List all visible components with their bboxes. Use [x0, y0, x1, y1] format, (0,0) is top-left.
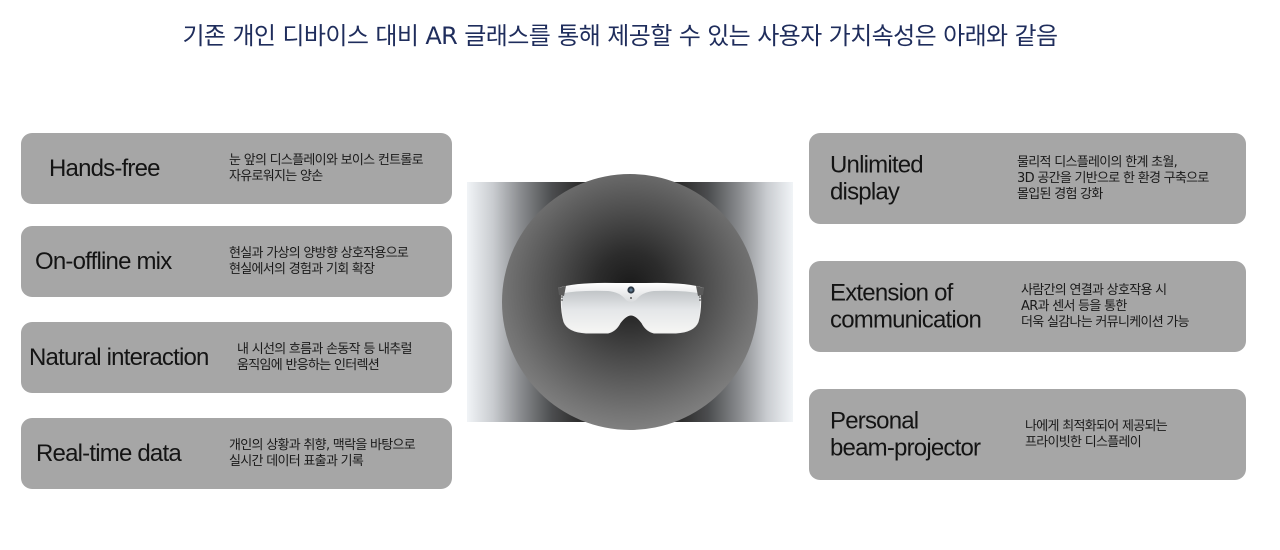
desc-line: 현실에서의 경험과 기회 확장: [229, 261, 375, 277]
value-name: Unlimited display: [830, 150, 924, 206]
desc-line: AR과 센서 등을 통한: [1021, 298, 1127, 314]
desc-line: 개인의 상황과 취향, 맥락을 바탕으로: [229, 437, 416, 453]
desc-line: 나에게 최적화되어 제공되는: [1025, 418, 1168, 434]
desc-line: 내 시선의 흐름과 손동작 등 내추럴: [237, 341, 413, 357]
value-card-real-time-data: Real-time data 개인의 상황과 취향, 맥락을 바탕으로 실시간 …: [21, 418, 452, 489]
page-title: 기존 개인 디바이스 대비 AR 글래스를 통해 제공할 수 있는 사용자 가치…: [182, 22, 1058, 50]
name-line: display: [830, 178, 900, 206]
value-card-unlimited-display: Unlimited display 물리적 디스플레이의 한계 초월, 3D 공…: [809, 133, 1246, 224]
value-description: 사람간의 연결과 상호작용 시 AR과 센서 등을 통한 더욱 실감나는 커뮤니…: [1021, 282, 1190, 331]
desc-line: 물리적 디스플레이의 한계 초월,: [1017, 154, 1178, 170]
desc-line: 프라이빗한 디스플레이: [1025, 434, 1142, 450]
value-name: Extension of communication: [830, 278, 982, 334]
value-name: Real-time data: [36, 439, 182, 467]
value-card-natural-interaction: Natural interaction 내 시선의 흐름과 손동작 등 내추럴 …: [21, 322, 452, 393]
value-name: Personal beam-projector: [830, 406, 981, 462]
desc-line: 3D 공간을 기반으로 한 환경 구축으로: [1017, 170, 1209, 186]
desc-line: 눈 앞의 디스플레이와 보이스 컨트롤로: [229, 152, 424, 168]
value-name: On-offline mix: [35, 247, 172, 275]
name-line: Unlimited: [830, 150, 924, 178]
value-description: 나에게 최적화되어 제공되는 프라이빗한 디스플레이: [1025, 418, 1168, 451]
value-card-hands-free: Hands-free 눈 앞의 디스플레이와 보이스 컨트롤로 자유로워지는 양…: [21, 133, 452, 204]
name-line: Personal: [830, 406, 919, 434]
value-description: 개인의 상황과 취향, 맥락을 바탕으로 실시간 데이터 표출과 기록: [229, 437, 416, 470]
name-line: Extension of: [830, 278, 953, 306]
value-card-personal-beam-projector: Personal beam-projector 나에게 최적화되어 제공되는 프…: [809, 389, 1246, 480]
desc-line: 움직임에 반응하는 인터렉션: [237, 357, 380, 373]
name-line: beam-projector: [830, 434, 981, 462]
value-name: Hands-free: [49, 154, 161, 182]
ar-glasses-icon: [558, 282, 704, 334]
value-name: Natural interaction: [29, 343, 209, 371]
desc-line: 더욱 실감나는 커뮤니케이션 가능: [1021, 314, 1190, 330]
value-description: 눈 앞의 디스플레이와 보이스 컨트롤로 자유로워지는 양손: [229, 152, 424, 185]
desc-line: 실시간 데이터 표출과 기록: [229, 453, 364, 469]
desc-line: 자유로워지는 양손: [229, 168, 323, 184]
name-line: communication: [830, 306, 982, 334]
desc-line: 사람간의 연결과 상호작용 시: [1021, 282, 1167, 298]
value-card-on-offline-mix: On-offline mix 현실과 가상의 양방향 상호작용으로 현실에서의 …: [21, 226, 452, 297]
desc-line: 몰입된 경험 강화: [1017, 186, 1103, 202]
value-description: 현실과 가상의 양방향 상호작용으로 현실에서의 경험과 기회 확장: [229, 245, 409, 278]
desc-line: 현실과 가상의 양방향 상호작용으로: [229, 245, 409, 261]
value-card-extension-of-communication: Extension of communication 사람간의 연결과 상호작용…: [809, 261, 1246, 352]
value-description: 물리적 디스플레이의 한계 초월, 3D 공간을 기반으로 한 환경 구축으로 …: [1017, 155, 1209, 203]
value-description: 내 시선의 흐름과 손동작 등 내추럴 움직임에 반응하는 인터렉션: [237, 341, 413, 374]
